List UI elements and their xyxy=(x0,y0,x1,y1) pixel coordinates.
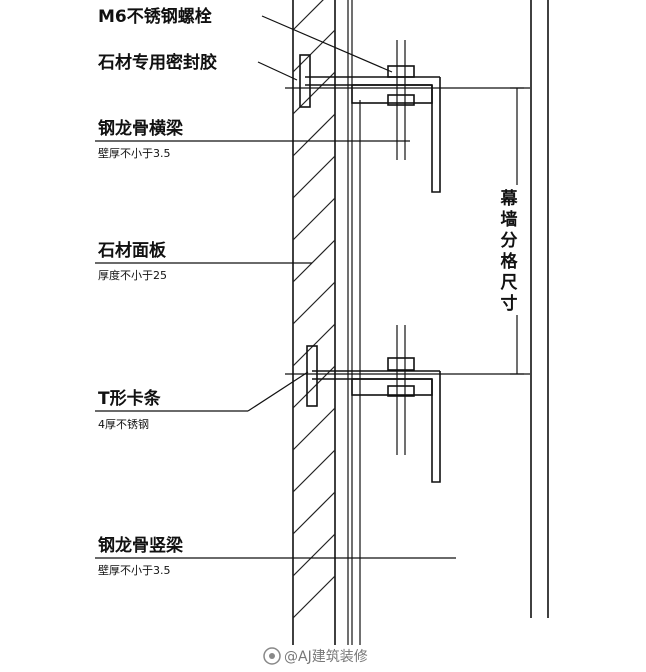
vertical-steel-beam xyxy=(347,0,361,645)
callout-vertical-beam: 钢龙骨竖梁 壁厚不小于3.5 xyxy=(95,535,456,577)
hatch-line xyxy=(292,575,336,619)
hatch-line xyxy=(292,323,336,367)
right-structure-lines xyxy=(530,0,549,618)
label-stone-panel: 石材面板 xyxy=(97,240,167,261)
dimension-char: 幕 xyxy=(500,188,519,209)
callout-t-clip: T形卡条 4厚不锈钢 xyxy=(95,371,309,431)
hatch-line xyxy=(292,113,336,157)
lower-connection xyxy=(285,325,530,483)
hatch-line xyxy=(292,155,336,199)
label-bolt: M6不锈钢螺栓 xyxy=(98,6,212,27)
hatch-line xyxy=(292,533,336,577)
callout-bolt: M6不锈钢螺栓 xyxy=(98,6,393,73)
hatch-line xyxy=(292,281,336,325)
hatch-line xyxy=(292,365,336,409)
note-vertical-beam: 壁厚不小于3.5 xyxy=(98,563,171,577)
stone-panel xyxy=(292,0,336,645)
hatch-line xyxy=(292,449,336,493)
label-sealant: 石材专用密封胶 xyxy=(97,52,217,73)
upper-connection xyxy=(285,40,530,193)
note-t-clip: 4厚不锈钢 xyxy=(98,418,149,431)
hatch-line xyxy=(292,0,324,31)
dimension-char: 寸 xyxy=(501,293,518,314)
note-stone-panel: 厚度不小于25 xyxy=(98,268,167,282)
dimension-char: 墙 xyxy=(501,209,518,230)
label-vertical-beam: 钢龙骨竖梁 xyxy=(98,535,184,556)
watermark: @AJ建筑装修 xyxy=(263,647,368,665)
note-cross-beam: 壁厚不小于3.5 xyxy=(98,146,171,160)
dimension-char: 尺 xyxy=(501,273,518,293)
label-cross-beam: 钢龙骨横梁 xyxy=(98,118,184,139)
dimension-char: 格 xyxy=(501,251,519,272)
dimension-char: 分 xyxy=(501,231,518,251)
callout-stone-panel: 石材面板 厚度不小于25 xyxy=(95,240,312,282)
hatch-line xyxy=(292,407,336,451)
callout-sealant: 石材专用密封胶 xyxy=(97,52,298,81)
hatch-line xyxy=(292,491,336,535)
watermark-text: @AJ建筑装修 xyxy=(284,649,368,665)
hatch-line xyxy=(292,239,336,283)
grid-dimension: 幕 墙 分 格 尺 寸 xyxy=(492,87,526,375)
stone-panel-hatching xyxy=(292,0,336,619)
hatch-line xyxy=(292,197,336,241)
label-t-clip: T形卡条 xyxy=(98,388,162,409)
callout-cross-beam: 钢龙骨横梁 壁厚不小于3.5 xyxy=(95,118,410,160)
